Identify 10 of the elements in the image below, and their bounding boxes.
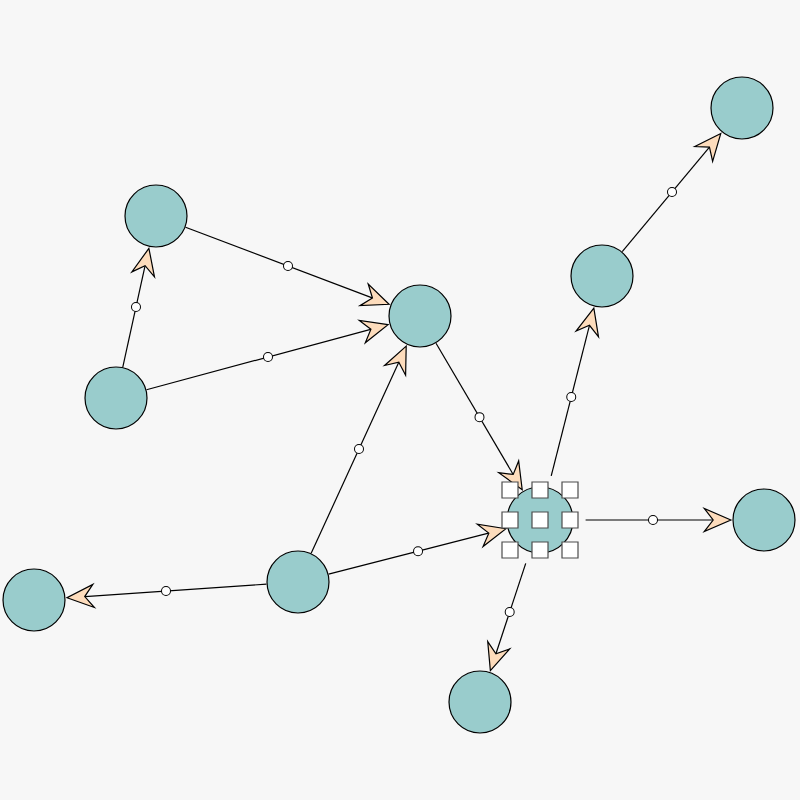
circle-node	[2, 568, 66, 632]
circle-node	[710, 76, 774, 140]
circle-node	[266, 550, 330, 614]
arrow	[621, 132, 722, 253]
circle-node	[570, 244, 634, 308]
circle-node	[448, 670, 512, 734]
circle-node	[84, 366, 148, 430]
circle-node	[124, 184, 188, 248]
circle-node	[732, 488, 796, 552]
circle-node	[388, 284, 452, 348]
